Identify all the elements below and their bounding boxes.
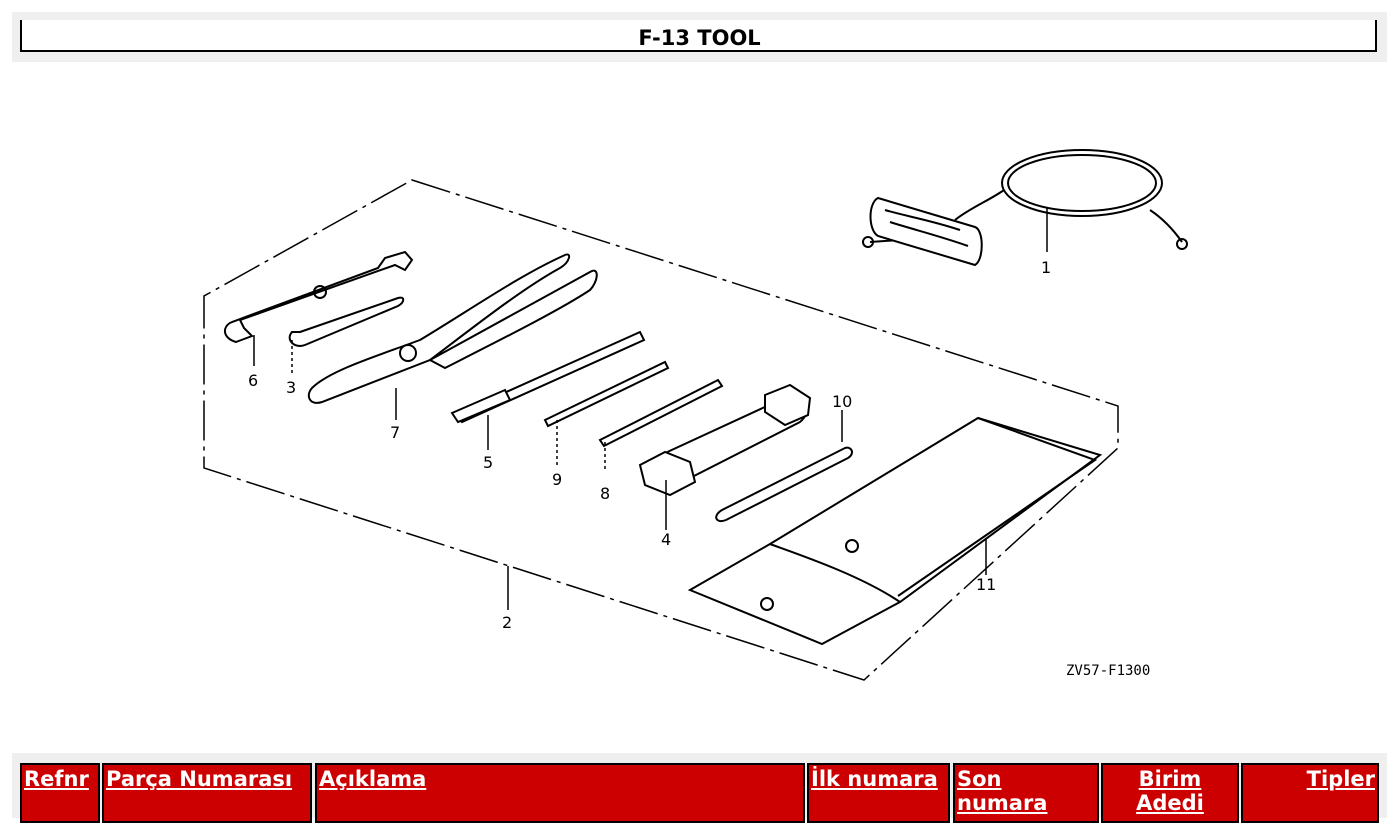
screwdriver-phillips xyxy=(598,378,724,448)
parts-diagram: 1 2 3 4 5 6 7 8 9 10 11 ZV57-F1300 xyxy=(0,70,1399,750)
sort-types-link[interactable]: Tipler xyxy=(1306,767,1375,791)
callout-1: 1 xyxy=(1041,258,1051,277)
callout-10: 10 xyxy=(832,392,852,411)
tommy-bar xyxy=(715,446,853,522)
callout-7: 7 xyxy=(390,423,400,442)
tool-kit-illustration: 1 2 3 4 5 6 7 8 9 10 11 ZV57-F1300 xyxy=(203,149,1188,681)
title-frame: F-13 TOOL xyxy=(12,12,1387,62)
callout-5: 5 xyxy=(483,453,493,472)
tool-tray-outline xyxy=(203,179,1119,681)
box-spanner xyxy=(638,383,812,497)
sort-unit-quantity-link[interactable]: Birim Adedi xyxy=(1136,767,1204,815)
header-types: Tipler xyxy=(1241,763,1379,823)
rope-handle xyxy=(869,196,983,267)
screwdriver-small xyxy=(543,360,670,428)
sort-part-number-link[interactable]: Parça Numarası xyxy=(106,767,293,791)
callout-2: 2 xyxy=(502,613,512,632)
tool-bag xyxy=(687,416,1103,646)
header-unit-quantity: Birim Adedi xyxy=(1101,763,1239,823)
sort-refnr-link[interactable]: Refnr xyxy=(24,767,89,791)
header-first-number: İlk numara xyxy=(807,763,950,823)
title-box xyxy=(20,20,1377,52)
callout-6: 6 xyxy=(248,371,258,390)
callout-9: 9 xyxy=(552,470,562,489)
diagram-code: ZV57-F1300 xyxy=(1066,663,1150,679)
callout-4: 4 xyxy=(661,530,671,549)
screwdriver-flat xyxy=(450,330,646,424)
page-title: F-13 TOOL xyxy=(638,26,761,50)
header-last-number: Son numara xyxy=(953,763,1099,823)
spanner xyxy=(288,296,405,347)
sort-first-number-link[interactable]: İlk numara xyxy=(811,767,938,791)
header-description: Açıklama xyxy=(315,763,805,823)
starter-rope xyxy=(862,149,1188,250)
pliers xyxy=(307,253,598,404)
callout-8: 8 xyxy=(600,484,610,503)
header-part-number: Parça Numarası xyxy=(102,763,312,823)
header-refnr: Refnr xyxy=(20,763,100,823)
sort-last-number-link[interactable]: Son numara xyxy=(957,767,1048,815)
callout-3: 3 xyxy=(286,378,296,397)
callout-leaders xyxy=(253,208,1048,610)
callout-11: 11 xyxy=(976,575,996,594)
open-wrench xyxy=(224,250,414,344)
sort-description-link[interactable]: Açıklama xyxy=(319,767,427,791)
parts-table: Refnr Parça Numarası Açıklama İlk numara… xyxy=(12,753,1387,823)
